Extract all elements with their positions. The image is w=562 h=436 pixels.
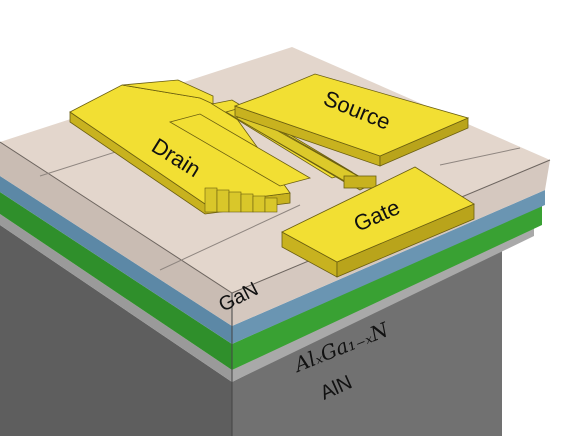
aln-right-face bbox=[232, 225, 534, 382]
algan-right-face bbox=[232, 190, 545, 344]
gan-mesa-line-front bbox=[159, 204, 301, 271]
step-4 bbox=[240, 193, 254, 213]
aln-layer bbox=[0, 214, 534, 382]
source-electrode: Source bbox=[233, 73, 470, 167]
substrate-right-face bbox=[232, 245, 502, 436]
drain-finger bbox=[168, 113, 312, 187]
green-layer bbox=[0, 192, 542, 370]
algan-left-face bbox=[0, 176, 232, 344]
gate-finger-tip bbox=[343, 175, 377, 189]
step-2 bbox=[216, 189, 230, 213]
drain-upper-bar bbox=[121, 79, 214, 105]
source-top bbox=[233, 73, 470, 157]
step-5 bbox=[252, 195, 266, 213]
gan-left-face bbox=[0, 142, 232, 326]
gate-pad: Gate bbox=[281, 166, 475, 278]
algan-layer bbox=[0, 176, 545, 344]
green-left-face bbox=[0, 192, 232, 370]
gan-mesa-line-right bbox=[439, 147, 521, 166]
aln-left-face bbox=[0, 214, 232, 382]
drain-staircase bbox=[204, 187, 278, 213]
substrate bbox=[0, 225, 502, 436]
step-3 bbox=[228, 191, 242, 213]
green-right-face bbox=[232, 205, 542, 370]
drain-electrode: Drain bbox=[69, 79, 312, 215]
gate-pad-top bbox=[281, 166, 475, 263]
step-1 bbox=[204, 187, 218, 213]
substrate-left-face bbox=[0, 225, 232, 436]
step-6 bbox=[264, 197, 278, 213]
